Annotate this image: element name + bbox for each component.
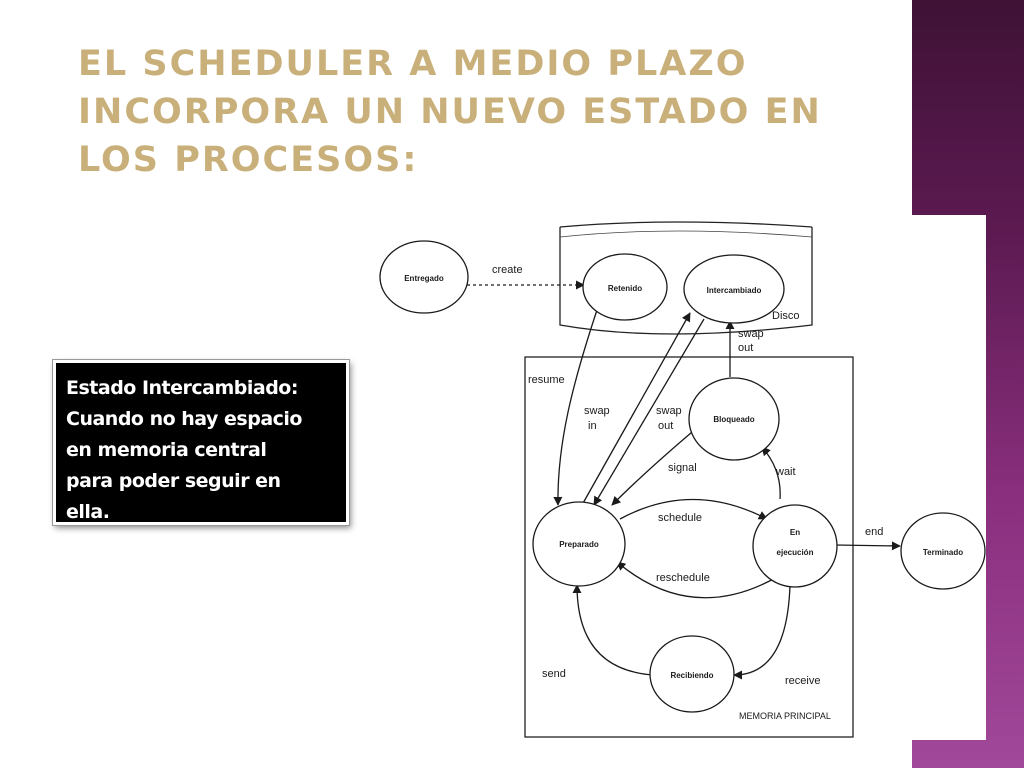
transition-labels: create swap out resume swap in swap out … [492,264,883,687]
label-swap-in-1: swap [584,405,610,417]
edge-reschedule [616,561,778,599]
label-preparado: Preparado [559,540,599,549]
callout-line-3: en memoria central [66,439,267,461]
label-schedule: schedule [658,512,702,524]
edge-signal [611,426,699,506]
edge-swap-out [593,318,705,506]
state-intercambiado [683,254,785,324]
title-line-2: incorpora un nuevo estado en [78,92,822,132]
disk-container: Disco [559,221,813,335]
label-retenido: Retenido [608,284,642,293]
state-preparado [532,501,626,587]
state-labels: Entregado Retenido Intercambiado Bloquea… [404,274,963,680]
label-swap-out-1: swap [656,405,682,417]
title-line-3: los procesos: [78,140,419,180]
memory-container: MEMORIA PRINCIPAL [524,356,854,738]
label-entregado: Entregado [404,274,444,283]
label-swap-in-2: in [588,420,597,432]
label-terminado: Terminado [923,548,963,557]
state-entregado [379,240,469,314]
transitions [467,280,901,680]
label-swap-out-2: out [658,420,673,432]
label-intercambiado: Intercambiado [707,286,762,295]
edge-receive [733,584,791,680]
callout-line-4: para poder seguir en [66,470,281,492]
edge-resume [553,306,599,506]
callout-line-2: Cuando no hay espacio [66,408,303,430]
label-create: create [492,264,523,276]
label-send: send [542,668,566,680]
state-nodes [379,240,986,713]
state-terminado [900,512,986,590]
label-recibiendo: Recibiendo [670,671,713,680]
memory-label: MEMORIA PRINCIPAL [739,711,831,721]
label-resume: resume [528,374,565,386]
edge-swap-in [581,312,691,506]
edge-wait [761,446,781,500]
label-reschedule: reschedule [656,572,710,584]
callout-line-1: Estado Intercambiado: [66,377,298,399]
callout-box: Estado Intercambiado: Cuando no hay espa… [53,360,349,525]
state-retenido [582,253,668,321]
process-state-diagram: Disco MEMORIA PRINCIPAL [379,221,986,738]
state-diagram-panel: Disco MEMORIA PRINCIPAL [372,215,986,740]
label-end: end [865,526,883,538]
state-en-ejecucion [752,504,838,588]
label-bloqueado: Bloqueado [713,415,754,424]
state-bloqueado [688,377,780,461]
state-recibiendo [649,635,735,713]
label-receive: receive [785,675,820,687]
label-wait: wait [775,466,796,478]
label-en-ejecucion-1: En [790,528,800,537]
label-en-ejecucion-2: ejecución [777,548,814,557]
disk-label: Disco [772,310,800,322]
label-swap-out-top-2: out [738,342,753,354]
label-swap-out-top-1: swap [738,328,764,340]
callout-line-5: ella. [66,501,110,523]
edge-send [572,584,655,676]
edge-end [834,541,901,551]
edge-schedule [619,498,768,520]
label-signal: signal [668,462,697,474]
